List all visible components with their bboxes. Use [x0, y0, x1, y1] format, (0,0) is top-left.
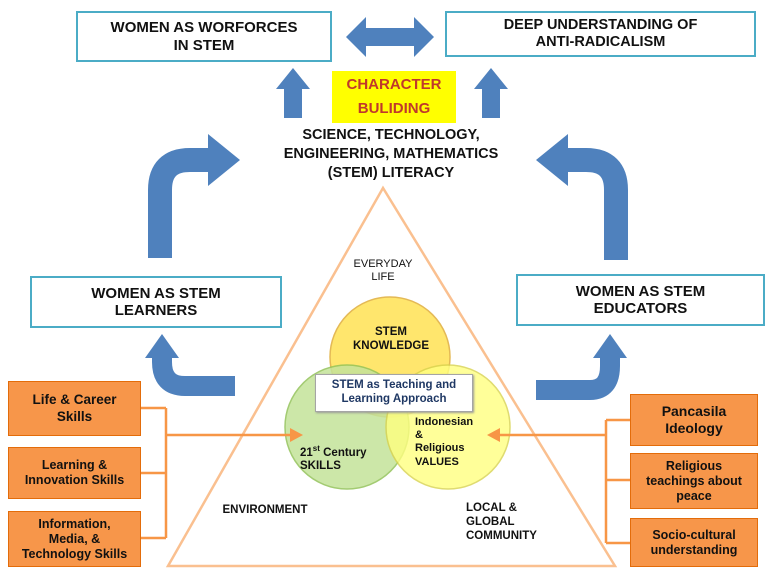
- up-arrow-right: [474, 68, 508, 118]
- curved-arrow-right-head: [536, 134, 568, 186]
- character-building-label: CHARACTER BULIDING: [332, 71, 456, 123]
- venn-left-rest: Century: [319, 446, 367, 459]
- venn-label-indonesian-values: Indonesian & Religious VALUES: [415, 416, 474, 468]
- right-connector-arrowhead: [487, 428, 500, 442]
- left-connector: [141, 406, 290, 540]
- small-arrow-right-body: [536, 356, 620, 400]
- left-box-information-media: Information, Media, & Technology Skills: [8, 511, 141, 567]
- left-box-life-career: Life & Career Skills: [8, 381, 141, 436]
- up-arrow-left: [276, 68, 310, 118]
- triangle-label-everyday-life: EVERYDAY LIFE: [353, 258, 413, 284]
- left-box-learning-innovation: Learning & Innovation Skills: [8, 447, 141, 499]
- box-anti-radicalism: DEEP UNDERSTANDING OF ANTI-RADICALISM: [445, 11, 756, 57]
- left-connector-arrowhead: [290, 428, 303, 442]
- box-stem-educators: WOMEN AS STEM EDUCATORS: [516, 274, 765, 326]
- curved-arrow-left-body: [148, 148, 210, 258]
- right-connector: [500, 418, 630, 545]
- small-arrow-left-body: [152, 356, 235, 396]
- curved-arrow-left-head: [208, 134, 240, 186]
- triangle-label-community: LOCAL & GLOBAL COMMUNITY: [466, 502, 537, 542]
- box-stem-learners: WOMEN AS STEM LEARNERS: [30, 276, 282, 328]
- right-box-socio-cultural: Socio-cultural understanding: [630, 518, 758, 567]
- venn-left-sup: st: [312, 443, 320, 453]
- venn-left-prefix: 21: [300, 446, 313, 459]
- venn-left-line2: SKILLS: [300, 460, 341, 473]
- box-women-workforces: WOMEN AS WORFORCES IN STEM: [76, 11, 332, 62]
- venn-banner-teaching-approach: STEM as Teaching and Learning Approach: [315, 374, 473, 412]
- small-arrow-left-head: [145, 334, 179, 358]
- right-box-pancasila: Pancasila Ideology: [630, 394, 758, 446]
- double-arrow: [346, 17, 434, 57]
- small-arrow-right-head: [593, 334, 627, 358]
- stem-literacy-label: SCIENCE, TECHNOLOGY, ENGINEERING, MATHEM…: [283, 127, 499, 181]
- curved-arrow-right-body: [566, 148, 628, 260]
- triangle-label-environment: ENVIRONMENT: [222, 504, 308, 516]
- venn-label-stem-knowledge: STEM KNOWLEDGE: [352, 326, 430, 352]
- right-box-religious-teachings: Religious teachings about peace: [630, 453, 758, 509]
